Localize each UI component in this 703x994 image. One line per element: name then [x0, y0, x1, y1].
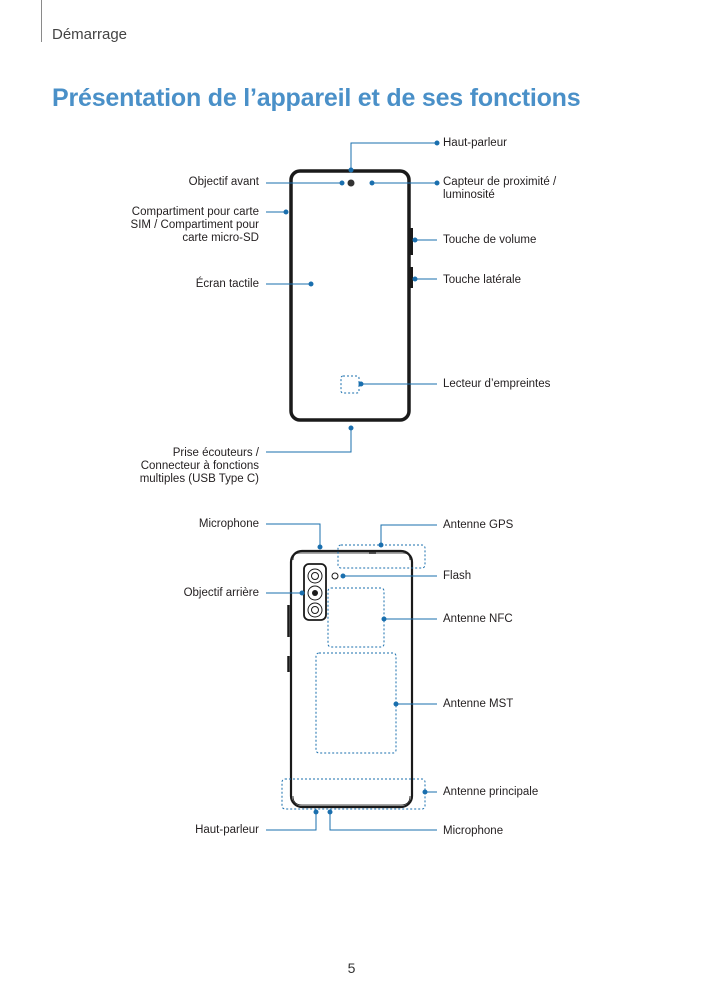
label-rear-camera: Objectif arrière: [183, 587, 259, 599]
nfc-antenna-area: [327, 587, 385, 648]
page-title: Présentation de l’appareil et de ses fon…: [52, 84, 581, 112]
front-phone-body: [289, 169, 411, 422]
front-camera-dot: [347, 179, 355, 187]
back-phone: [281, 544, 426, 810]
label-touchscreen: Écran tactile: [195, 278, 259, 290]
back-leaders: [266, 523, 437, 831]
margin-rule: [41, 0, 42, 42]
front-phone: [289, 169, 413, 422]
label-speaker-bottom: Haut-parleur: [195, 824, 259, 836]
label-volume-key: Touche de volume: [443, 234, 537, 246]
label-usb-port: Prise écouteurs / Connecteur à fonctions…: [139, 447, 259, 485]
label-proximity-sensor: Capteur de proximité / luminosité: [443, 176, 557, 201]
label-microphone-bottom: Microphone: [443, 825, 504, 837]
label-mst-antenna: Antenne MST: [443, 698, 514, 710]
back-phone-body: [289, 549, 414, 809]
label-speaker-top: Haut-parleur: [443, 137, 507, 149]
label-main-antenna: Antenne principale: [443, 786, 539, 798]
label-front-camera: Objectif avant: [188, 176, 259, 188]
label-sim-tray: Compartiment pour carte SIM / Compartime…: [130, 206, 259, 244]
label-gps-antenna: Antenne GPS: [443, 519, 514, 531]
front-leaders: [266, 140, 440, 453]
label-nfc-antenna: Antenne NFC: [443, 613, 513, 625]
page-number: 5: [347, 960, 356, 976]
label-flash: Flash: [443, 570, 472, 582]
label-fingerprint-sensor: Lecteur d’empreintes: [443, 378, 551, 390]
mst-antenna-area: [315, 652, 397, 754]
section-header: Démarrage: [52, 26, 128, 43]
label-microphone-top: Microphone: [198, 518, 259, 530]
flash-dot: [331, 572, 339, 580]
fingerprint-area: [340, 375, 360, 394]
label-side-key: Touche latérale: [443, 274, 521, 286]
